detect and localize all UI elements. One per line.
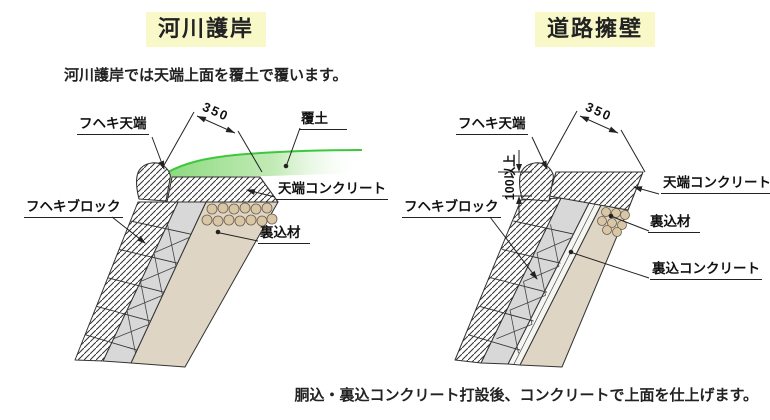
label-road-backfill: 裏込材 — [648, 214, 700, 233]
label-road-cap: フヘキ天端 — [456, 116, 528, 135]
road-block-x-marks — [496, 224, 573, 354]
label-river-cover-soil: 覆土 — [299, 111, 347, 130]
river-front-blocks — [74, 201, 179, 362]
river-block-x-marks — [113, 224, 190, 354]
label-river-cap: フヘキ天端 — [77, 116, 149, 135]
river-cover-soil-shape — [168, 150, 362, 177]
road-course-lines — [467, 220, 575, 351]
footer-note: 胴込・裏込コンクリート打設後、コンクリートで上面を仕上げます。 — [294, 387, 758, 404]
river-cap-shape — [136, 162, 171, 202]
label-river-backfill: 裏込材 — [258, 225, 310, 244]
river-annotations — [111, 111, 301, 244]
label-road-backfill-concrete: 裏込コンクリート — [650, 261, 762, 280]
road-cobbles — [597, 207, 630, 237]
road-cap-shape — [519, 162, 554, 202]
road-wall-section — [454, 162, 644, 368]
river-course-lines — [84, 220, 192, 351]
river-crown-concrete-shape — [166, 176, 279, 203]
label-river-block: フヘキブロック — [24, 199, 123, 218]
panel-title-river: 河川護岸 — [146, 12, 267, 47]
river-cobbles — [201, 202, 278, 227]
label-road-crown-concrete: 天端コンクリート — [661, 175, 770, 194]
river-cover-soil-surface-line — [167, 149, 363, 173]
label-river-crown-concrete: 天端コンクリート — [276, 181, 388, 200]
label-road-block: フヘキブロック — [402, 199, 501, 218]
river-wall-section — [74, 149, 363, 368]
river-description: 河川護岸では天端上面を覆土で覆います。 — [64, 67, 348, 84]
panel-title-road: 道路擁壁 — [535, 12, 656, 47]
dim-road-100-min: 100以上 — [502, 154, 517, 201]
road-annotations — [489, 110, 660, 280]
